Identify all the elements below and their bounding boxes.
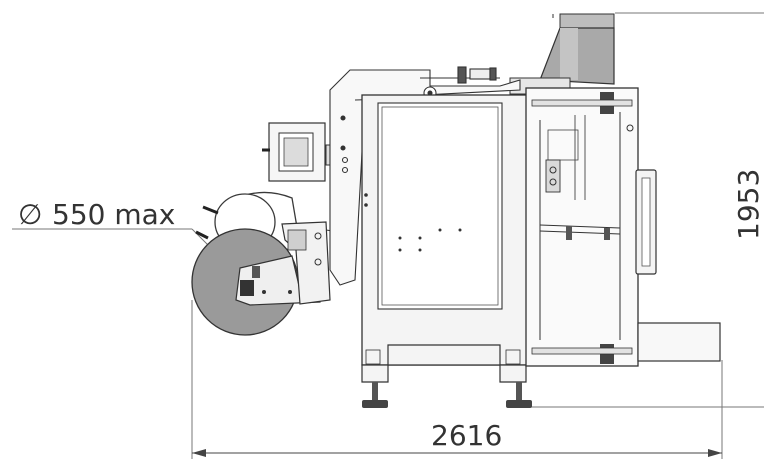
dimension-arrow-left — [192, 449, 206, 457]
output-conveyor — [637, 322, 721, 362]
forming-section — [525, 87, 657, 367]
dimension-lines — [12, 12, 764, 459]
diameter-label: ∅ 550 max — [18, 198, 175, 231]
dimension-arrow-right — [708, 449, 722, 457]
width-dimension-label: 2616 — [431, 419, 502, 452]
diameter-symbol: ∅ — [18, 198, 42, 231]
hopper — [509, 13, 615, 95]
height-dimension-label: 1953 — [732, 169, 764, 240]
diameter-value: 550 max — [52, 198, 175, 231]
side-control-box — [262, 122, 335, 182]
main-cabinet — [361, 94, 533, 383]
machine-feet — [362, 382, 532, 408]
film-roll-assembly — [191, 191, 341, 336]
